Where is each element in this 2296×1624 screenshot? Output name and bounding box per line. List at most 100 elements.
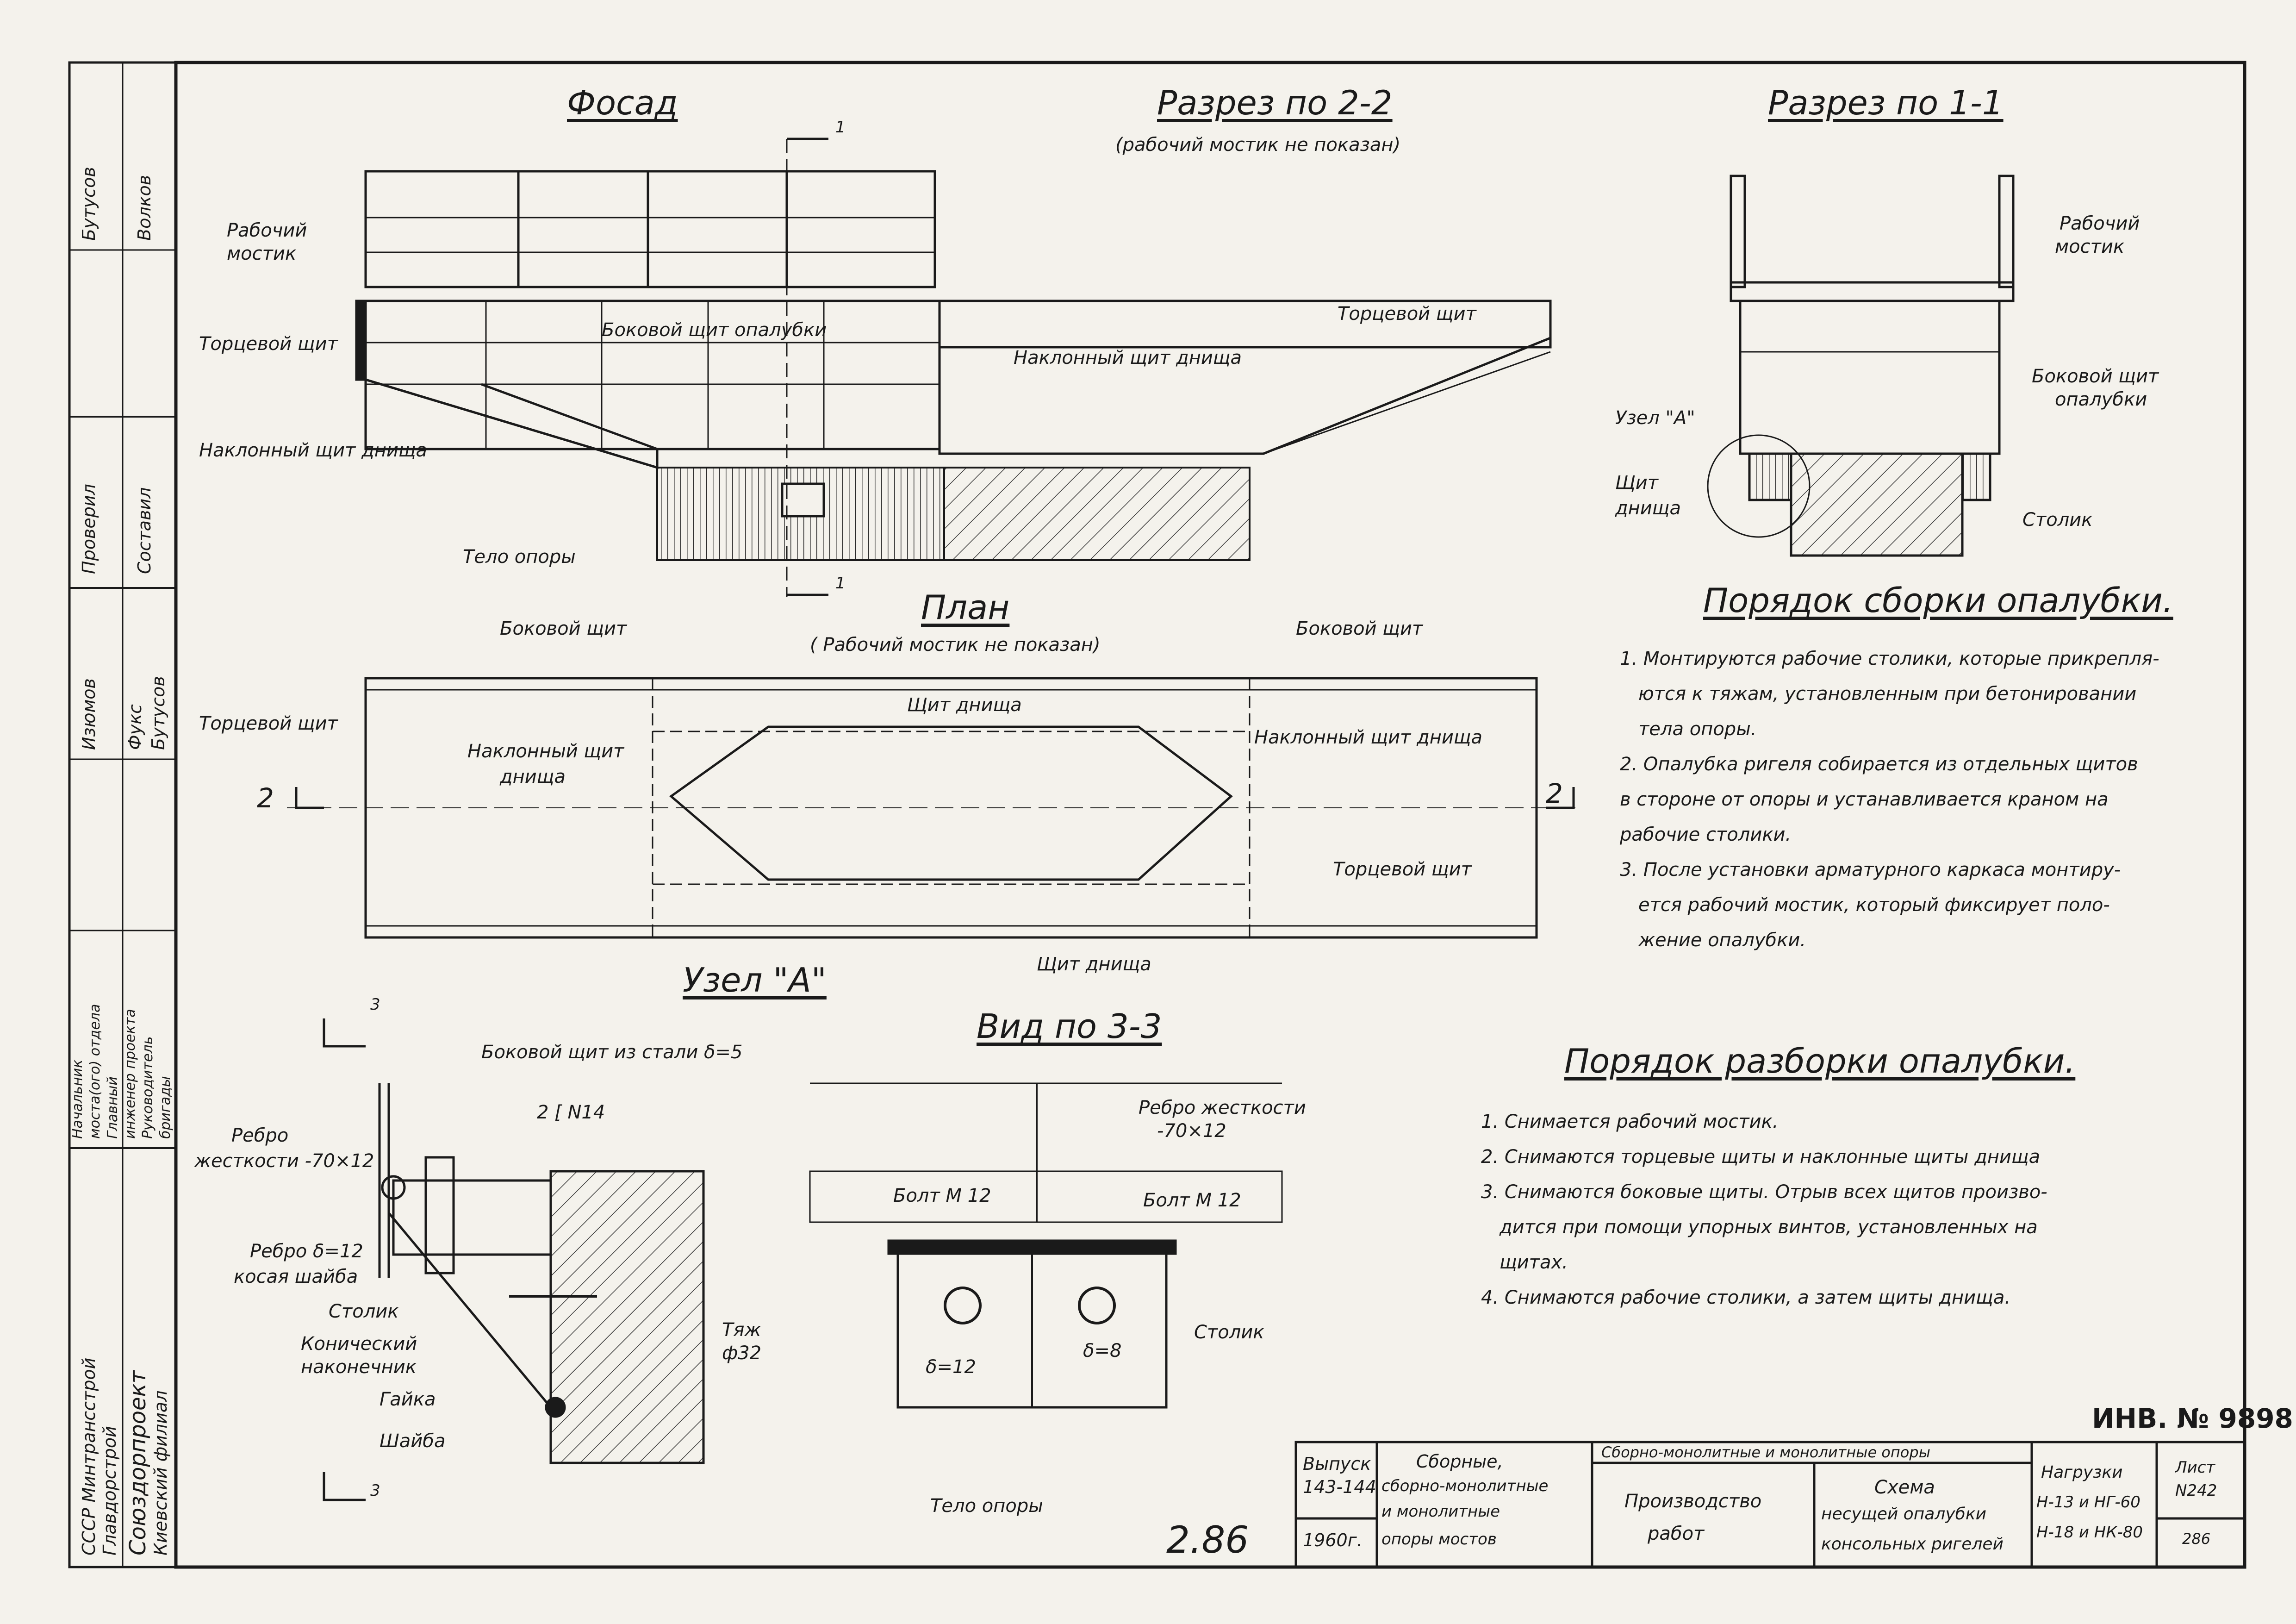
- section-1-1-node-a: Узел "А": [1615, 407, 1695, 429]
- tb-series-1: Сборные,: [1416, 1451, 1503, 1472]
- strip-butusov: Бутусов: [79, 167, 99, 241]
- node-a-rib-1: Ребро: [231, 1125, 289, 1146]
- node-a-tie-1: Тяж: [722, 1319, 761, 1341]
- tb-section-2: работ: [1648, 1523, 1705, 1544]
- assembly-line: ются к тяжам, установленным при бетониро…: [1638, 683, 2137, 705]
- section-1-1-stolik: Столик: [2022, 509, 2093, 531]
- tb-year: 1960г.: [1303, 1530, 1363, 1550]
- cut3-mark-bottom: 3: [370, 1481, 380, 1500]
- page-mark: 2.86: [1166, 1518, 1249, 1562]
- section-1-1-bridge-1: Рабочий: [2060, 213, 2140, 234]
- plan-drawing: [287, 677, 1583, 939]
- tb-series-4: опоры мостов: [1381, 1530, 1497, 1549]
- plan-cut2-right: 2: [1546, 778, 1563, 809]
- plan-end-left: Торцевой щит: [199, 713, 338, 734]
- tb-sheet-label: Лист: [2175, 1458, 2215, 1477]
- plan-end-right: Торцевой щит: [1333, 859, 1472, 880]
- strip-role-3: Главный: [105, 1076, 121, 1139]
- strip-role-1: Начальник: [69, 1059, 86, 1139]
- node-a-title: Узел "А": [683, 961, 827, 999]
- plan-title: План: [921, 588, 1010, 627]
- node-a-cone-1: Конический: [301, 1333, 417, 1355]
- facade-drawing: [355, 137, 1552, 597]
- view-3-3-bolt-left: Болт М 12: [893, 1185, 991, 1206]
- view-3-3-rib-1: Ребро жесткости: [1139, 1097, 1306, 1118]
- strip-role-5: Руководитель: [140, 1036, 156, 1139]
- tb-sheet-sub: 286: [2182, 1530, 2211, 1548]
- plan-bottom-top: Щит днища: [907, 694, 1022, 716]
- tb-section-1: Производство: [1624, 1491, 1762, 1512]
- assembly-line: жение опалубки.: [1638, 930, 1806, 951]
- strip-org-1: СССР Минтрансстрой: [79, 1357, 99, 1555]
- section-1-1-side-1: Боковой щит: [2032, 366, 2159, 387]
- plan-subtitle: ( Рабочий мостик не показан): [810, 634, 1101, 656]
- tb-series-3: и монолитные: [1381, 1502, 1500, 1521]
- tb-drawing-2: несущей опалубки: [1821, 1505, 1986, 1524]
- strip-role-6: бригады: [157, 1076, 174, 1139]
- strip-checked: Проверил: [79, 484, 99, 574]
- section-1-1-drawing: [1707, 175, 2015, 557]
- cut1-mark-top: 1: [835, 118, 846, 137]
- node-a-washer: Шайба: [380, 1430, 446, 1452]
- tb-sheet-no: N242: [2175, 1481, 2217, 1500]
- node-a-stolik: Столик: [329, 1301, 399, 1322]
- facade-title: Фосад: [567, 83, 678, 122]
- facade-label-pier: Тело опоры: [463, 546, 576, 568]
- node-a-cone-2: наконечник: [301, 1356, 417, 1378]
- strip-org-3: Союздорпроект: [125, 1370, 151, 1555]
- facade-label-bridge-1: Рабочий: [227, 220, 307, 241]
- section-2-2-title: Разрез по 2-2: [1157, 83, 1393, 122]
- plan-cut2-left: 2: [257, 782, 274, 814]
- disassembly-line: 3. Снимаются боковые щиты. Отрыв всех щи…: [1481, 1181, 2047, 1203]
- disassembly-list: 1. Снимается рабочий мостик. 2. Снимаютс…: [1481, 1104, 2047, 1315]
- plan-inclined-right: Наклонный щит днища: [1254, 727, 1483, 748]
- assembly-line: рабочие столики.: [1620, 824, 1792, 845]
- view-3-3-d8: δ=8: [1083, 1340, 1122, 1362]
- facade-label-bridge-2: мостик: [227, 243, 297, 264]
- assembly-line: 3. После установки арматурного каркаса м…: [1620, 859, 2121, 881]
- disassembly-line: 4. Снимаются рабочие столики, а затем щи…: [1481, 1287, 2011, 1308]
- facade-label-side: Боковой щит опалубки: [602, 319, 827, 341]
- section-1-1-title: Разрез по 1-1: [1768, 83, 2004, 122]
- node-a-pier: Тело опоры: [930, 1495, 1043, 1517]
- section-1-1-shield-2: днища: [1615, 498, 1681, 519]
- facade-label-end-shield: Торцевой щит: [199, 333, 338, 355]
- strip-org-4: Киевский филиал: [150, 1390, 171, 1555]
- strip-role-4: инженер проекта: [122, 1009, 138, 1139]
- assembly-list: 1. Монтируются рабочие столики, которые …: [1620, 641, 2159, 958]
- assembly-line: 2. Опалубка ригеля собирается из отдельн…: [1620, 754, 2138, 775]
- tb-loads-2: Н-18 и НК-80: [2036, 1523, 2143, 1542]
- tb-issue-label: Выпуск: [1303, 1454, 1371, 1474]
- strip-composed: Составил: [134, 487, 155, 574]
- node-a-nut: Гайка: [380, 1389, 436, 1410]
- section-2-2-inclined: Наклонный щит днища: [1014, 347, 1242, 369]
- cut1-mark-bottom: 1: [835, 574, 846, 593]
- strip-person-2: Фукс: [125, 704, 145, 750]
- strip-person-1: Изюмов: [79, 678, 99, 750]
- facade-label-inclined: Наклонный щит днища: [199, 440, 428, 461]
- view-3-3-bolt-right: Болт М 12: [1143, 1190, 1241, 1211]
- section-1-1-side-2: опалубки: [2055, 389, 2147, 410]
- node-a-tie-2: ф32: [722, 1343, 762, 1364]
- plan-inclined-left-2: днища: [500, 766, 566, 787]
- section-2-2-end-shield: Торцевой щит: [1338, 303, 1476, 325]
- strip-role-2: моста(ого) отдела: [87, 1004, 103, 1139]
- assembly-line: тела опоры.: [1638, 718, 1757, 740]
- strip-person-3: Бутусов: [148, 676, 168, 750]
- section-1-1-bridge-2: мостик: [2055, 236, 2125, 257]
- tb-issue-value: 143-144: [1303, 1477, 1376, 1497]
- view-3-3-drawing: [809, 1082, 1283, 1409]
- tb-loads-1: Н-13 и НГ-60: [2036, 1493, 2140, 1512]
- node-a-side-steel: Боковой щит из стали δ=5: [481, 1042, 743, 1063]
- assembly-line: в стороне от опоры и устанавливается кра…: [1620, 789, 2109, 810]
- inv-number: ИНВ. № 9898: [2092, 1403, 2293, 1434]
- node-a-rib-2: жесткости -70×12: [194, 1150, 374, 1172]
- strip-org-2: Главдорстрой: [100, 1426, 120, 1555]
- disassembly-line: щитах.: [1500, 1252, 1568, 1273]
- node-a-channel: 2 [ N14: [537, 1102, 605, 1123]
- assembly-title: Порядок сборки опалубки.: [1703, 581, 2173, 620]
- plan-side-right: Боковой щит: [1296, 618, 1423, 639]
- title-block-frame: [1294, 1441, 2246, 1568]
- strip-volkov: Волков: [134, 175, 155, 241]
